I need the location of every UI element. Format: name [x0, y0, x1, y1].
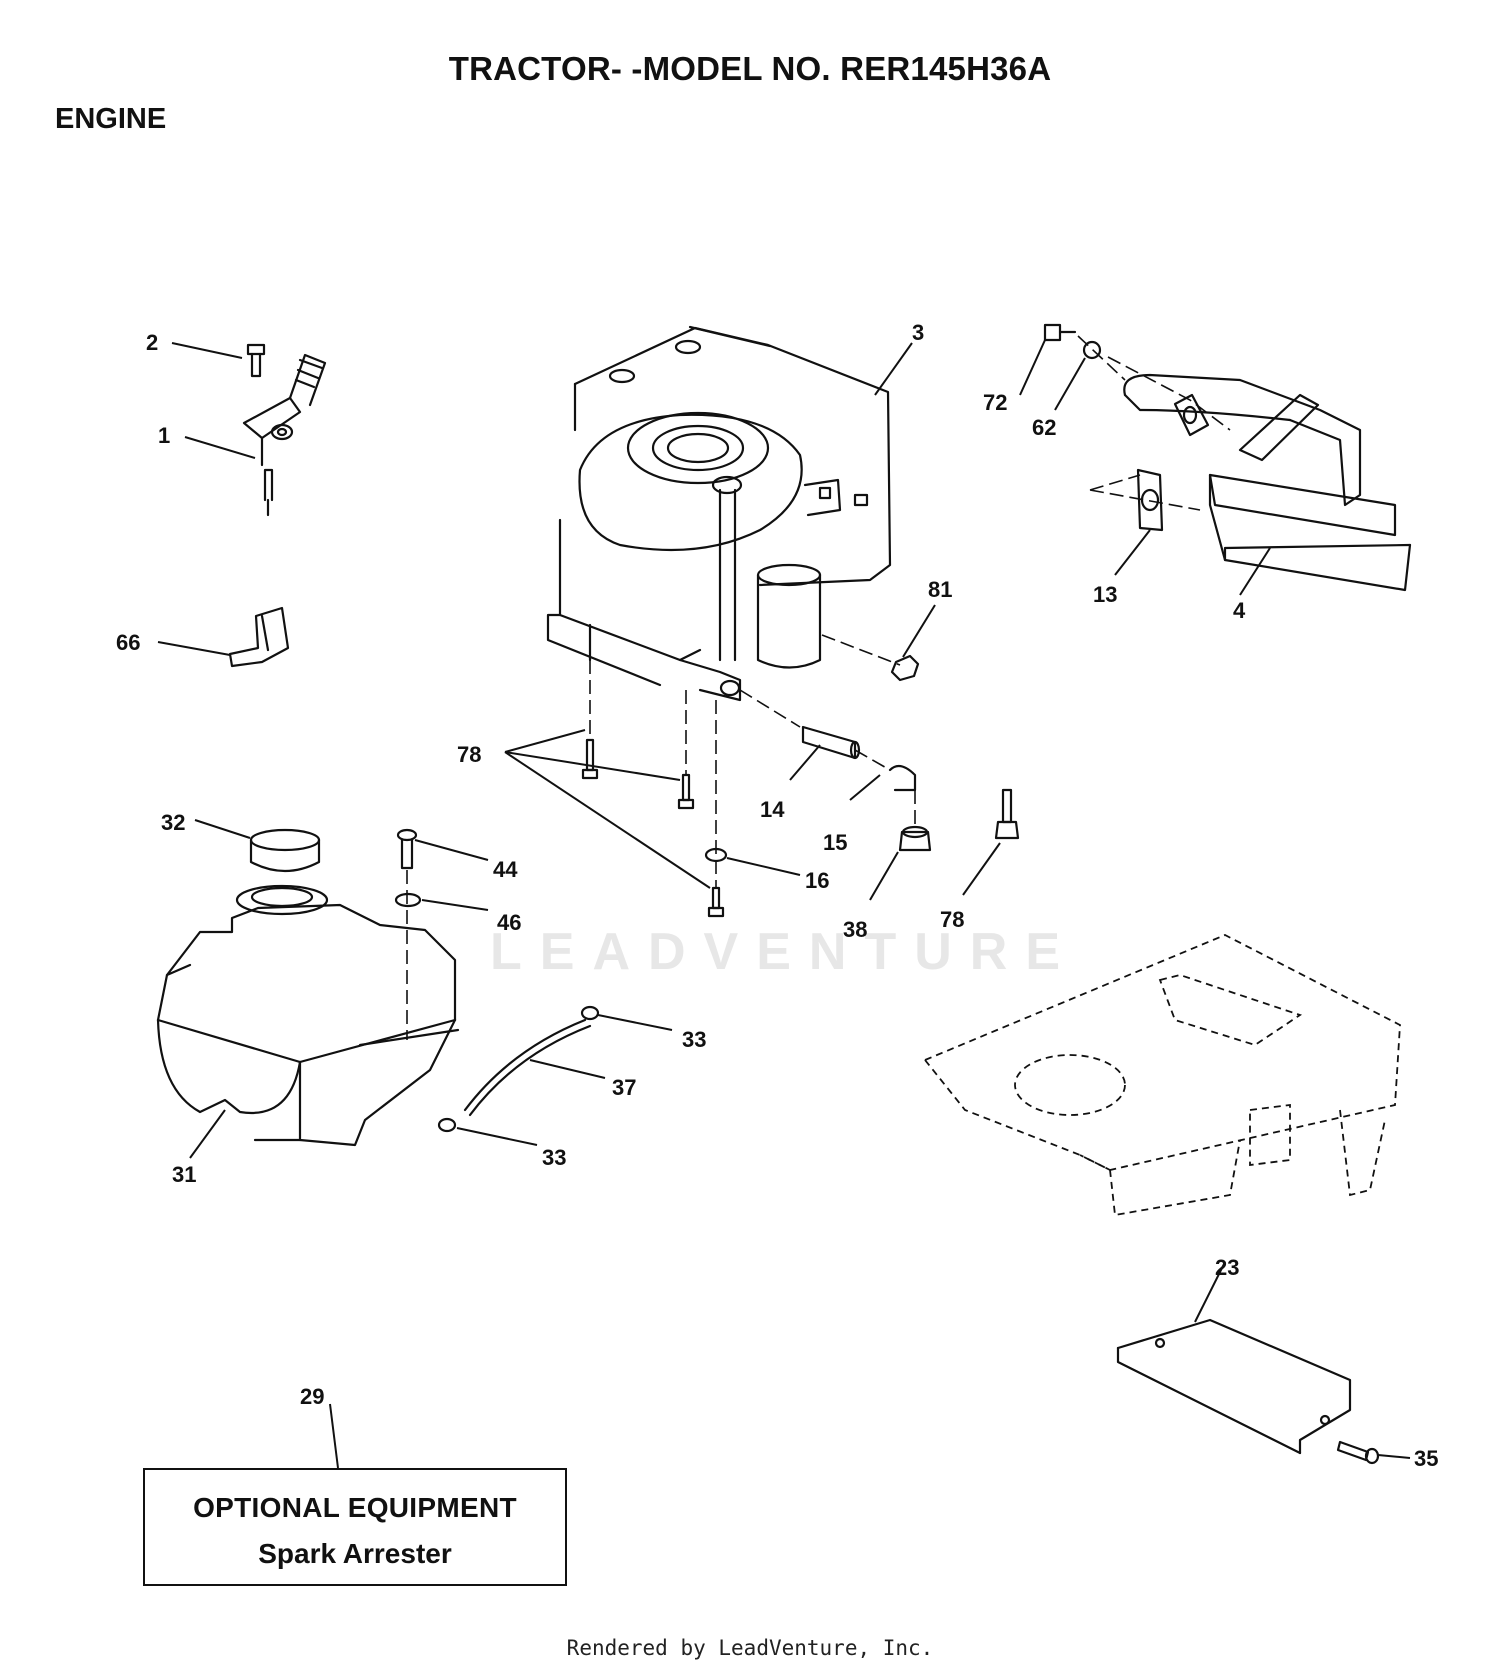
leader-lines [157, 339, 1411, 1469]
callout-14: 14 [760, 797, 785, 822]
part-33-clamp-upper [580, 1005, 600, 1021]
part-37-fuel-line [463, 1018, 592, 1117]
page-title: TRACTOR- -MODEL NO. RER145H36A [448, 50, 1052, 87]
callout-31: 31 [172, 1162, 196, 1187]
part-throttle-control [242, 343, 327, 517]
callout-15: 15 [823, 830, 847, 855]
part-78-bolts [581, 738, 1020, 918]
dashed-assembly-lines [406, 335, 1231, 1040]
callout-32: 32 [161, 810, 185, 835]
spark-arrester-label: Spark Arrester [258, 1538, 452, 1569]
callout-46: 46 [497, 910, 521, 935]
section-title: ENGINE [55, 103, 167, 135]
callout-37: 37 [612, 1075, 636, 1100]
callout-33-upper: 33 [682, 1027, 706, 1052]
optional-equipment-label: OPTIONAL EQUIPMENT [193, 1492, 517, 1523]
footer-credit: Rendered by LeadVenture, Inc. [566, 1636, 934, 1660]
frame-reference [924, 934, 1401, 1217]
callout-2: 2 [146, 330, 158, 355]
callout-78-lower: 78 [940, 907, 964, 932]
callout-1: 1 [158, 423, 170, 448]
callout-16: 16 [805, 868, 829, 893]
part-23-heat-shield [1116, 1318, 1352, 1455]
callout-3: 3 [912, 320, 924, 345]
callout-66: 66 [116, 630, 140, 655]
part-44-screw [396, 828, 418, 870]
callout-23: 23 [1215, 1255, 1239, 1280]
callout-81: 81 [928, 577, 952, 602]
part-33-clamp-lower [437, 1117, 457, 1133]
callout-44: 44 [493, 857, 518, 882]
callout-29: 29 [300, 1384, 324, 1409]
callout-78-upper: 78 [457, 742, 481, 767]
callout-35: 35 [1414, 1446, 1438, 1471]
part-35-screw [1336, 1440, 1380, 1465]
callout-72: 72 [983, 390, 1007, 415]
part-38-nut [898, 825, 932, 852]
callout-62: 62 [1032, 415, 1056, 440]
callout-33-lower: 33 [542, 1145, 566, 1170]
part-66-bracket [228, 606, 290, 668]
callout-38: 38 [843, 917, 867, 942]
part-46-washer [394, 892, 422, 908]
callout-4: 4 [1233, 598, 1246, 623]
part-engine [546, 325, 892, 702]
part-81-nut [890, 654, 920, 682]
watermark-text: LEADVENTURE [490, 923, 1079, 981]
optional-equipment-box: OPTIONAL EQUIPMENT Spark Arrester [143, 1468, 567, 1586]
part-31-fuel-tank [156, 884, 460, 1147]
part-14-breather-tube [801, 725, 917, 792]
callout-13: 13 [1093, 582, 1117, 607]
part-32-fuel-cap [249, 828, 321, 872]
part-muffler [1043, 323, 1412, 592]
